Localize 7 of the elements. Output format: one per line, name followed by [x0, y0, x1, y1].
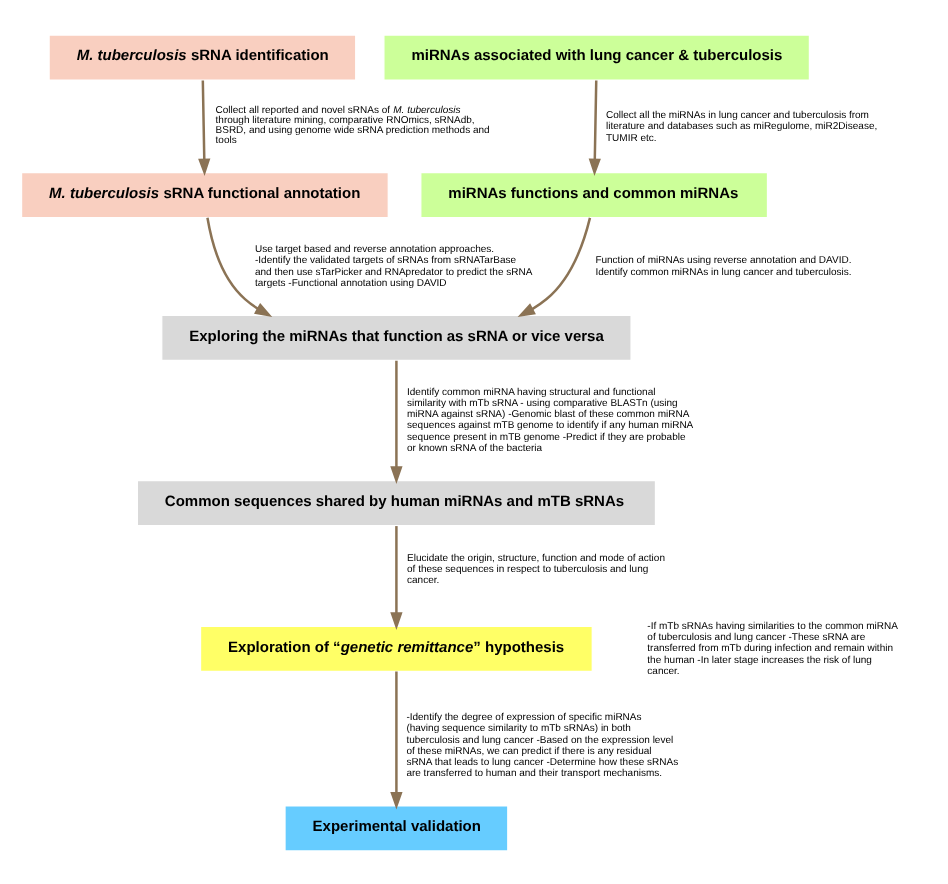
- arrow: [517, 216, 592, 317]
- arrow: [588, 79, 601, 176]
- arrow: [390, 670, 403, 809]
- arrow: [198, 79, 211, 176]
- arrow: [390, 525, 403, 629]
- arrow: [390, 359, 403, 483]
- arrow: [206, 216, 273, 317]
